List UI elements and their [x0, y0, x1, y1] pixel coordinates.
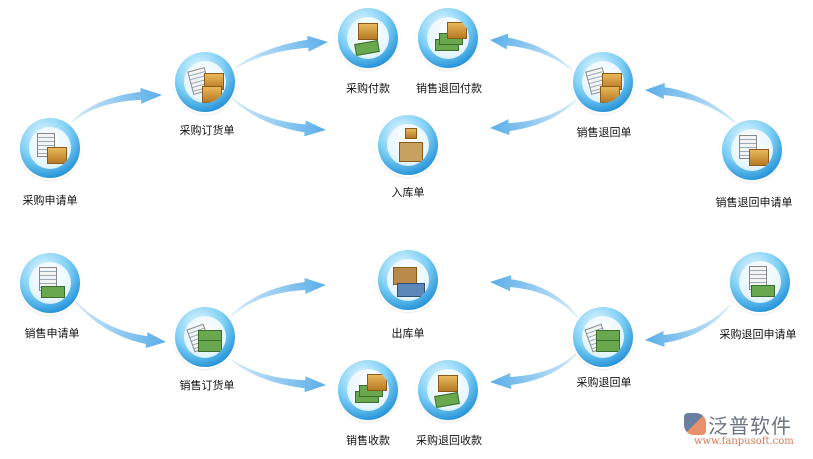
clipboard-boxes-icon — [582, 61, 624, 103]
money-document-icon — [184, 316, 226, 358]
flow-arrow — [645, 83, 739, 126]
flow-arrow — [490, 99, 577, 136]
clipboard-boxes-icon — [184, 61, 226, 103]
node-label-sales-return: 销售退回单 — [576, 126, 632, 139]
node-label-sales-return-request: 销售退回申请单 — [715, 196, 793, 209]
node-label-purchase-payment: 采购付款 — [346, 82, 390, 95]
box-receipt-icon — [427, 369, 469, 411]
flow-arrow — [73, 299, 166, 348]
node-purchase-return-request[interactable] — [730, 252, 790, 312]
money-boxes-icon — [427, 17, 469, 59]
node-sales-return-request[interactable] — [722, 120, 782, 180]
boxes-form-icon — [29, 127, 71, 169]
money-form-icon — [739, 261, 781, 303]
flow-arrow — [490, 351, 579, 389]
money-document-icon — [582, 316, 624, 358]
node-label-purchase-return: 采购退回单 — [576, 376, 632, 389]
node-purchase-return[interactable] — [573, 307, 633, 367]
flow-arrow — [71, 87, 162, 123]
warehouse-truck-icon — [387, 259, 429, 301]
flow-arrow — [490, 33, 573, 71]
node-purchase-return-receipt[interactable] — [418, 360, 478, 420]
node-label-sales-request: 销售申请单 — [24, 327, 80, 340]
boxes-form-icon — [731, 129, 773, 171]
flow-arrow — [231, 359, 326, 393]
fanpusoft-logo: 泛普软件 www.fanpusoft.com — [684, 410, 809, 450]
node-label-purchase-return-receipt: 采购退回收款 — [416, 434, 482, 447]
node-label-purchase-request: 采购申请单 — [22, 194, 78, 207]
warehouse-in-icon — [387, 124, 429, 166]
node-label-sales-receipt: 销售收款 — [346, 434, 390, 447]
flow-arrow — [231, 97, 326, 137]
money-form-icon — [29, 262, 71, 304]
flow-arrow — [645, 304, 731, 347]
node-label-stock-out: 出库单 — [391, 327, 425, 340]
logo-mark-icon — [684, 413, 706, 435]
flow-arrow — [490, 275, 579, 319]
node-sales-return-payment[interactable] — [418, 8, 478, 68]
node-purchase-payment[interactable] — [338, 8, 398, 68]
node-sales-receipt[interactable] — [338, 360, 398, 420]
node-label-sales-return-payment: 销售退回付款 — [416, 82, 482, 95]
node-sales-return[interactable] — [573, 52, 633, 112]
node-purchase-request[interactable] — [20, 118, 80, 178]
node-sales-order[interactable] — [175, 307, 235, 367]
logo-url: www.fanpusoft.com — [694, 436, 794, 447]
node-purchase-order[interactable] — [175, 52, 235, 112]
node-stock-in[interactable] — [378, 115, 438, 175]
node-sales-request[interactable] — [20, 253, 80, 313]
node-label-stock-in: 入库单 — [391, 186, 425, 199]
node-label-sales-order: 销售订货单 — [179, 379, 235, 392]
flow-arrow — [231, 278, 326, 316]
box-payment-icon — [347, 17, 389, 59]
logo-name: 泛普软件 — [708, 414, 792, 438]
node-label-purchase-return-request: 采购退回申请单 — [719, 328, 797, 341]
money-stack-icon — [347, 369, 389, 411]
node-label-purchase-order: 采购订货单 — [179, 124, 235, 137]
node-stock-out[interactable] — [378, 250, 438, 310]
flow-arrow — [234, 35, 328, 69]
